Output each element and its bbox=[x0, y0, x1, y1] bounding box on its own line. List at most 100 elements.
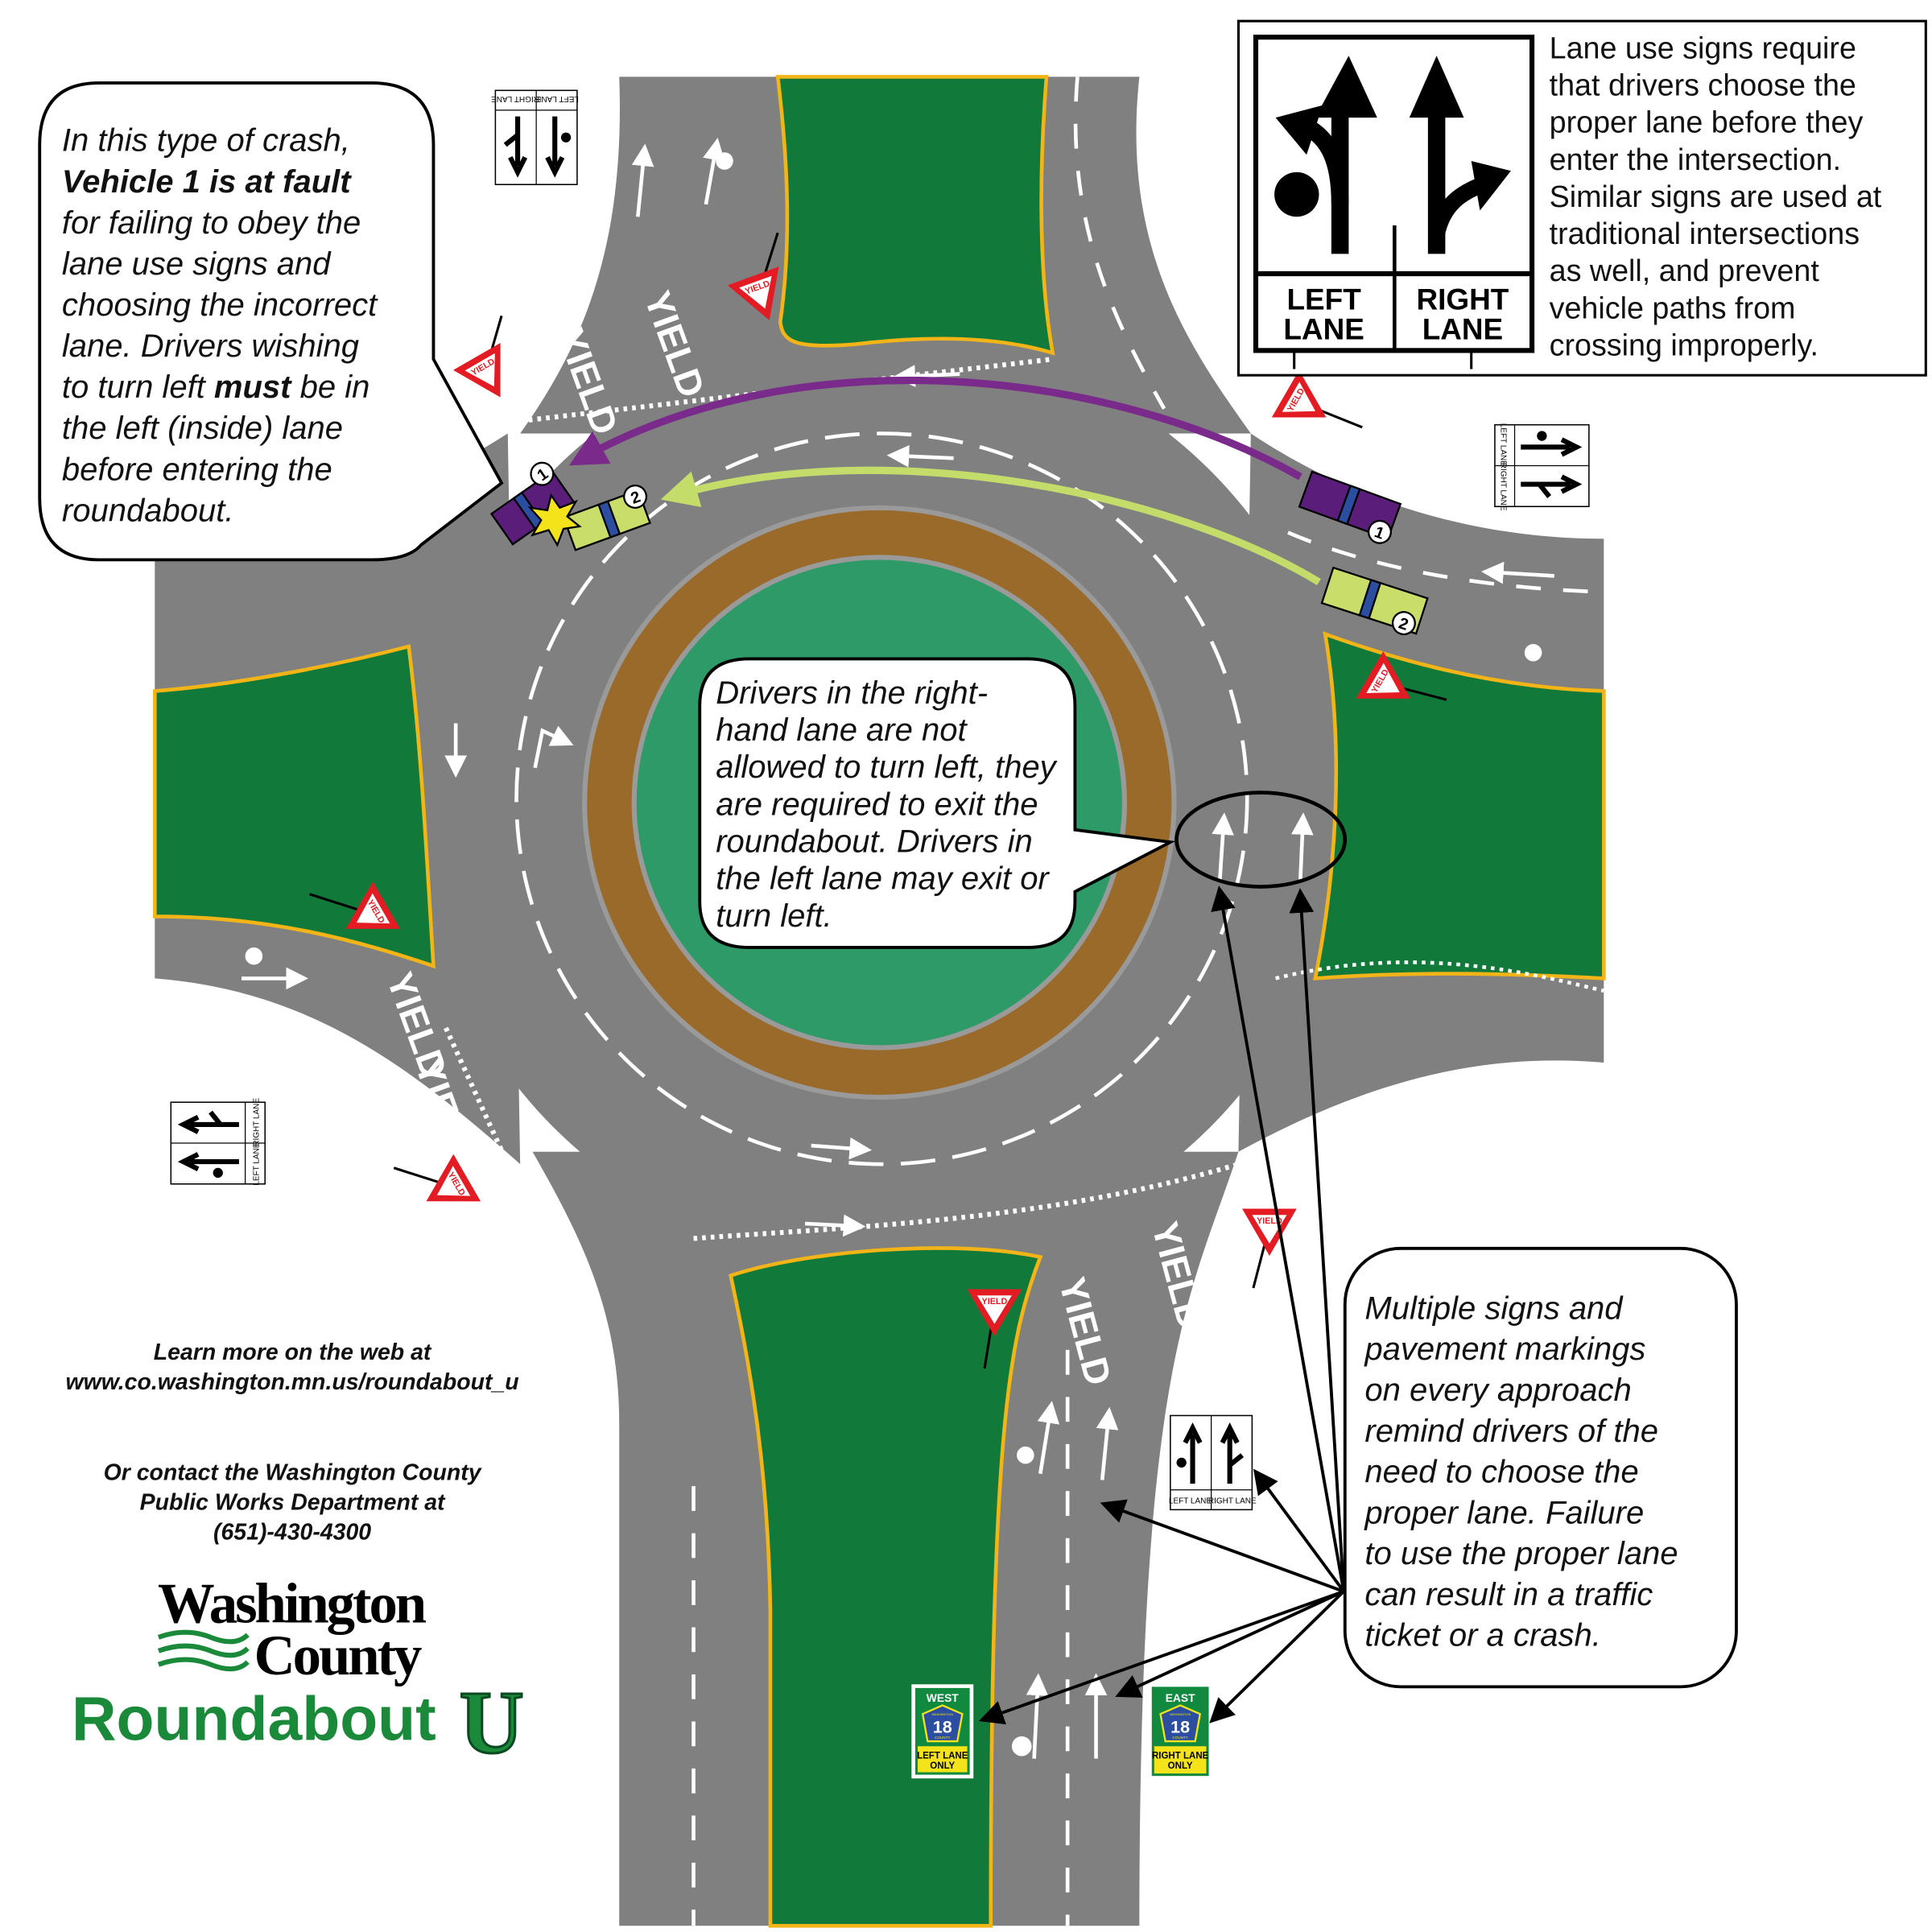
left-turn-dot bbox=[1524, 644, 1542, 662]
vehicle-1-path bbox=[568, 376, 1302, 481]
left-lane-label: LEFT bbox=[1286, 283, 1361, 316]
west-splitter-island bbox=[153, 644, 436, 969]
callout-line: the left lane may exit or bbox=[716, 861, 1050, 897]
washington-county-logo: Washington County Roundabout U bbox=[72, 1572, 525, 1773]
right-lane-arrow-icon bbox=[1409, 56, 1511, 254]
contact-text: Public Works Department at bbox=[140, 1489, 446, 1515]
through-arrow-in-ellipse bbox=[1291, 812, 1314, 880]
callout-line: Similar signs are used at bbox=[1550, 180, 1882, 213]
yield-line-right bbox=[1275, 960, 1604, 993]
callout-line: be in bbox=[291, 369, 369, 405]
lane-plaque: ONLY bbox=[930, 1761, 955, 1771]
vehicle-2: 2 bbox=[1320, 566, 1429, 636]
yield-sign: YIELD bbox=[1356, 651, 1447, 701]
callout-line: crossing improperly. bbox=[1550, 328, 1818, 362]
pointer-arrows bbox=[978, 886, 1346, 1725]
west-lane-line bbox=[155, 1013, 460, 1141]
callout-line: roundabout. Drivers in bbox=[716, 824, 1033, 859]
callout-line: need to choose the bbox=[1364, 1455, 1638, 1490]
callout-line: on every approach bbox=[1364, 1373, 1631, 1408]
route-direction: EAST bbox=[1166, 1691, 1195, 1704]
logo-line1: Washington bbox=[158, 1572, 427, 1635]
left-lane-label: LANE bbox=[1283, 313, 1364, 346]
left-turn-dot bbox=[716, 152, 733, 170]
yield-sign: YIELD bbox=[452, 315, 503, 398]
callout-line: are required to exit the bbox=[716, 786, 1038, 822]
right-lane-label: LANE bbox=[1422, 313, 1503, 346]
county-shield-label: COUNTY bbox=[935, 1736, 950, 1740]
arrow-circ bbox=[893, 365, 960, 387]
callout-line: vehicle paths from bbox=[1550, 291, 1796, 324]
vehicle-2-crash: 2 bbox=[562, 484, 651, 551]
callout-line: Vehicle 1 is at fault bbox=[62, 164, 352, 200]
route-direction: WEST bbox=[927, 1691, 959, 1704]
yield-sign: YIELD bbox=[967, 1289, 1022, 1369]
pointer-arrow bbox=[978, 1590, 1344, 1725]
yield-sign-text: YIELD bbox=[1257, 1216, 1282, 1226]
right-lane-label: RIGHT bbox=[1417, 283, 1509, 316]
small-lane-label: LEFT LANE bbox=[1499, 423, 1508, 466]
west-arrow-2 bbox=[241, 1022, 308, 1044]
left-turn-dot bbox=[245, 947, 263, 965]
callout-line: choosing the incorrect bbox=[62, 287, 378, 323]
north-lane-line bbox=[1073, 76, 1166, 410]
pointer-arrow bbox=[1253, 1468, 1345, 1593]
web-url[interactable]: www.co.washington.mn.us/roundabout_u bbox=[65, 1369, 518, 1395]
small-lane-label: LEFT LANE bbox=[1169, 1497, 1212, 1506]
south-right-arrow bbox=[1096, 1406, 1119, 1480]
lane-plaque: ONLY bbox=[1168, 1761, 1193, 1771]
pointer-arrow bbox=[1289, 888, 1346, 1592]
logo-line2: County bbox=[254, 1624, 422, 1687]
crash-burst-icon bbox=[527, 493, 582, 547]
callout-line: allowed to turn left, they bbox=[716, 749, 1058, 785]
route-sign-east: EAST WASHINGTON 18 COUNTY RIGHT LANE ONL… bbox=[1151, 1686, 1209, 1777]
callout-line: In this type of crash, bbox=[62, 123, 350, 159]
callout-line: remind drivers of the bbox=[1364, 1414, 1658, 1449]
yield-sign: YIELD bbox=[309, 881, 401, 929]
arrow-east-approach bbox=[1481, 561, 1554, 584]
yield-sign: YIELD bbox=[393, 1154, 481, 1202]
waves-icon bbox=[157, 1629, 250, 1672]
county-shield-label: COUNTY bbox=[1172, 1736, 1187, 1740]
county-shield-icon bbox=[1159, 1704, 1202, 1743]
lane-markings bbox=[155, 76, 1604, 1926]
north-arrow-1 bbox=[631, 143, 654, 217]
route-number: 18 bbox=[1170, 1717, 1190, 1736]
small-lane-label: RIGHT LANE bbox=[253, 1098, 262, 1146]
lane-plaque: LEFT LANE bbox=[917, 1752, 968, 1761]
pavement-dots bbox=[245, 152, 1542, 1757]
lane-use-info-box: LEFT LANE RIGHT LANE Lane use signs requ… bbox=[1236, 19, 1927, 377]
small-lane-label: RIGHT LANE bbox=[491, 94, 539, 103]
route-number: 18 bbox=[933, 1717, 952, 1736]
north-arrow-2 bbox=[703, 137, 725, 205]
callout-line: the left (inside) lane bbox=[62, 411, 343, 446]
callout-line: that drivers choose the bbox=[1550, 68, 1856, 101]
left-arrow-in-ellipse bbox=[1212, 812, 1234, 880]
contact-phone: (651)-430-4300 bbox=[213, 1519, 371, 1545]
contact-text: Or contact the Washington County bbox=[104, 1459, 482, 1485]
callout-line: pavement markings bbox=[1364, 1331, 1645, 1367]
arrow-circ-2 bbox=[886, 444, 954, 468]
callout-line: turn left. bbox=[716, 898, 832, 934]
pointer-arrow bbox=[1209, 1590, 1345, 1724]
callout-line: for failing to obey the bbox=[62, 205, 361, 241]
east-lane-line bbox=[1287, 530, 1604, 594]
crash-callout-text: In this type of crash, Vehicle 1 is at fa… bbox=[62, 123, 378, 529]
yield-line-left bbox=[444, 1026, 510, 1166]
pointer-arrow bbox=[1211, 886, 1346, 1592]
south-left-arrow-2 bbox=[1026, 1673, 1049, 1759]
lane-plaque: RIGHT LANE bbox=[1152, 1752, 1209, 1761]
yield-line-south bbox=[693, 1162, 1240, 1241]
callout-line: proper lane. Failure bbox=[1364, 1495, 1644, 1530]
callout-line: to turn left bbox=[62, 369, 214, 405]
callout-line: as well, and prevent bbox=[1550, 254, 1820, 287]
pointer-arrow bbox=[1115, 1590, 1345, 1698]
county-shield-icon bbox=[921, 1704, 964, 1743]
pointer-arrow bbox=[1100, 1499, 1344, 1593]
